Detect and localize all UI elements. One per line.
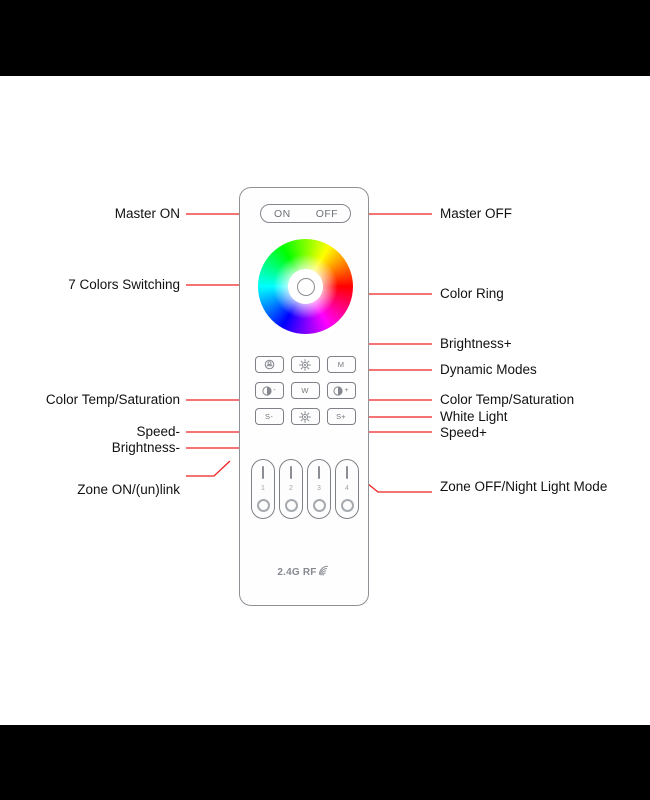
annotation-white-light: White Light [440, 410, 508, 424]
annotation-master-off-label: Master OFF [440, 206, 513, 221]
zone-on-bar-icon[interactable] [290, 466, 292, 479]
dynamic-modes-label: M [337, 360, 345, 369]
annotation-brightness-down-label: Brightness- [111, 440, 180, 455]
speed-up-label: S+ [336, 412, 346, 421]
sun-icon [299, 358, 311, 371]
remote-device: ON OFF [239, 187, 369, 606]
brand-footer: 2.4G RF [240, 565, 368, 579]
leader-zone-on [186, 460, 231, 477]
annotation-seven-colors-label: 7 Colors Switching [68, 277, 180, 292]
zone-on-bar-icon[interactable] [346, 466, 348, 479]
zone-number-label: 1 [261, 485, 265, 492]
brightness-down-button[interactable] [290, 408, 320, 425]
dynamic-modes-button[interactable]: M [326, 356, 356, 373]
annotation-color-ring-label: Color Ring [440, 286, 504, 301]
zone-off-circle-icon[interactable] [312, 499, 326, 512]
zone-off-circle-icon[interactable] [256, 499, 270, 512]
zone-off-circle-icon[interactable] [284, 499, 298, 512]
annotation-zone-on-unlink-label: Zone ON/(un)link [77, 482, 180, 497]
annotation-dynamic-modes: Dynamic Modes [440, 363, 537, 377]
zone-button-4[interactable]: 4 [335, 459, 359, 519]
zone-number-label: 2 [289, 485, 293, 492]
diagram-canvas: ON OFF [0, 76, 650, 725]
color-temp-down-label: - [273, 387, 276, 394]
annotation-master-on-label: Master ON [114, 206, 180, 221]
annotation-color-temp-right-label: Color Temp/Saturation [440, 392, 575, 407]
brand-label: 2.4G RF [277, 567, 317, 578]
annotation-color-temp-left-label: Color Temp/Saturation [45, 392, 180, 407]
power-bar[interactable]: ON OFF [260, 204, 351, 223]
zone-off-circle-icon[interactable] [340, 499, 354, 512]
annotation-speed-down: Speed- [0, 425, 186, 439]
annotation-color-temp-right: Color Temp/Saturation [440, 393, 574, 407]
zone-on-bar-icon[interactable] [262, 466, 264, 479]
annotation-seven-colors: 7 Colors Switching [0, 278, 186, 292]
annotation-speed-down-label: Speed- [136, 424, 180, 439]
annotation-speed-up: Speed+ [440, 426, 487, 440]
zone-button-1[interactable]: 1 [251, 459, 275, 519]
annotation-brightness-up: Brightness+ [440, 337, 512, 351]
annotation-dynamic-modes-label: Dynamic Modes [440, 362, 537, 377]
annotation-zone-on-unlink: Zone ON/(un)link [0, 483, 186, 497]
color-temp-up-button[interactable]: + [326, 382, 356, 399]
annotation-white-light-label: White Light [440, 409, 508, 424]
letterbox-bottom [0, 725, 650, 800]
half-circle-minus-icon: - [262, 385, 276, 396]
letterbox-top [0, 0, 650, 76]
zone-number-label: 3 [317, 485, 321, 492]
white-light-label: W [301, 386, 309, 395]
annotation-color-temp-left: Color Temp/Saturation [0, 393, 186, 407]
zone-button-2[interactable]: 2 [279, 459, 303, 519]
speed-up-button[interactable]: S+ [326, 408, 356, 425]
sun-icon [299, 410, 311, 423]
seven-colors-button[interactable] [254, 356, 284, 373]
master-off-button[interactable]: OFF [315, 207, 338, 220]
zone-button-row: 1 2 3 4 [251, 459, 359, 519]
white-light-button[interactable]: W [290, 382, 320, 399]
color-temp-up-label: + [344, 387, 349, 394]
master-on-button[interactable]: ON [274, 207, 291, 220]
color-ring[interactable] [258, 239, 353, 334]
seven-colors-icon [264, 359, 274, 370]
center-ring-icon[interactable] [296, 277, 315, 296]
annotation-color-ring: Color Ring [440, 287, 504, 301]
zone-button-3[interactable]: 3 [307, 459, 331, 519]
leader-zone-off [357, 475, 432, 493]
speed-down-label: S- [265, 412, 273, 421]
half-circle-plus-icon: + [333, 385, 349, 396]
button-grid: M - W [252, 356, 358, 425]
zone-on-bar-icon[interactable] [318, 466, 320, 479]
speed-down-button[interactable]: S- [254, 408, 284, 425]
annotation-brightness-down: Brightness- [0, 441, 186, 455]
brightness-up-button[interactable] [290, 356, 320, 373]
annotation-master-off: Master OFF [440, 207, 512, 221]
annotation-master-on: Master ON [0, 207, 186, 221]
zone-number-label: 4 [345, 485, 349, 492]
wifi-signal-icon [318, 565, 331, 579]
annotation-speed-up-label: Speed+ [440, 425, 487, 440]
annotation-zone-off-night: Zone OFF/Night Light Mode [440, 480, 607, 494]
annotation-brightness-up-label: Brightness+ [440, 336, 512, 351]
color-temp-down-button[interactable]: - [254, 382, 284, 399]
annotation-zone-off-night-label: Zone OFF/Night Light Mode [440, 479, 608, 494]
